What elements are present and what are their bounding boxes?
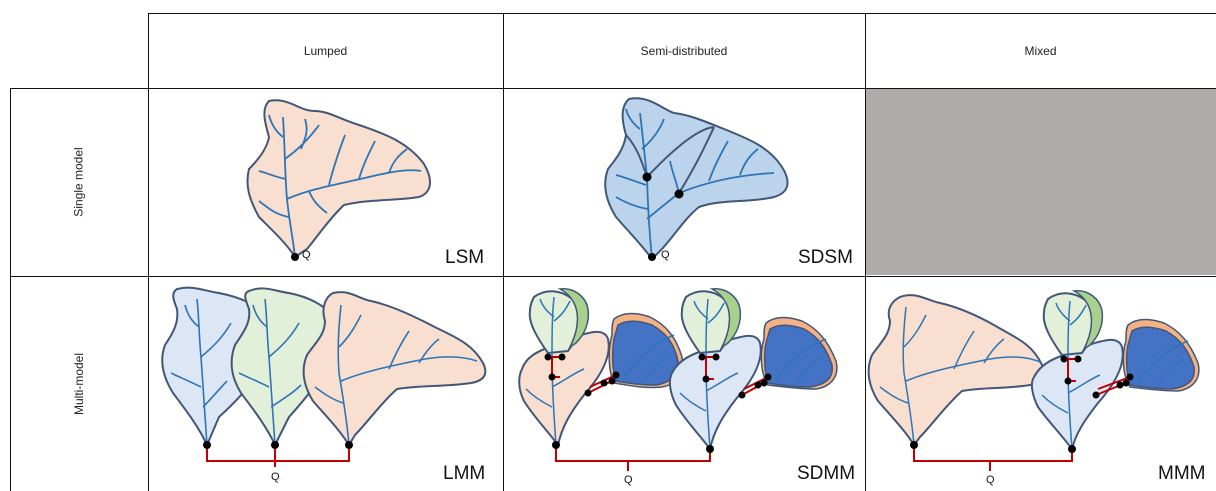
- lmm-catchment-orange: [302, 291, 487, 447]
- lmm-outlet-green: [271, 441, 279, 449]
- sdsm-node-2: [674, 189, 684, 199]
- column-header-lumped: Lumped: [303, 44, 348, 58]
- mmm-outlet-label: Q: [986, 474, 995, 486]
- mmm-tag: MMM: [1158, 463, 1206, 484]
- lmm-catchments-drawing: [161, 286, 487, 467]
- lmm-outlet-blue: [203, 441, 211, 449]
- cell-sdmm: Q SDMM: [504, 277, 865, 491]
- grid-line-col-1: [148, 13, 149, 491]
- lmm-tag: LMM: [443, 463, 486, 484]
- mmm-green-dark: [1071, 290, 1104, 352]
- grid-line-top: [148, 13, 1216, 14]
- grid-line-left: [10, 88, 11, 491]
- row-label-multi-model: Multi-model: [71, 352, 86, 415]
- lsm-river-network: [258, 114, 422, 258]
- lsm-outlet-label: Q: [302, 249, 311, 261]
- sdmm-connector: [555, 445, 711, 471]
- sdsm-catchment-drawing: [604, 97, 789, 261]
- cell-lsm: Q LSM: [149, 89, 503, 275]
- sdsm-outlet-point: [648, 253, 656, 261]
- grid-line-header-bottom: [10, 88, 1216, 89]
- cell-lmm: Q LMM: [149, 277, 503, 491]
- sdmm-outlet-label: Q: [624, 474, 633, 486]
- lsm-tag: LSM: [445, 247, 485, 268]
- mmm-catchments-drawing: [867, 290, 1200, 471]
- column-header-semi-distributed: Semi-distributed: [640, 44, 728, 58]
- grid-line-col-2: [503, 13, 504, 491]
- sdmm-left-green-dark: [557, 288, 590, 350]
- lmm-river-networks: [170, 298, 478, 446]
- column-header-mixed: Mixed: [1024, 44, 1057, 58]
- lsm-outlet-point: [291, 253, 299, 261]
- sdmm-right-green-dark: [709, 288, 742, 350]
- row-header-multi-model: Multi-model: [10, 276, 148, 491]
- mmm-catchment-orange: [867, 294, 1046, 447]
- lmm-connector: [206, 445, 350, 467]
- sdmm-tag: SDMM: [797, 463, 856, 484]
- sdsm-catchment: [604, 97, 789, 261]
- mixed-single-model-empty-cell: [866, 89, 1216, 275]
- lmm-outlet-orange: [345, 441, 353, 449]
- sdsm-tag: SDSM: [798, 247, 853, 268]
- grid-line-row-divider: [10, 276, 1216, 277]
- row-header-single-model: Single model: [10, 88, 148, 276]
- cell-mmm: Q MMM: [866, 277, 1216, 491]
- lmm-outlet-label: Q: [271, 471, 280, 483]
- sdmm-nodes: [544, 353, 772, 453]
- sdmm-catchments-drawing: [518, 288, 838, 471]
- sdsm-node-1: [642, 172, 652, 182]
- lsm-catchment-drawing: [246, 99, 431, 261]
- grid-line-col-3: [865, 13, 866, 491]
- lmm-catchment-green: [230, 287, 340, 448]
- sdsm-outlet-label: Q: [661, 249, 670, 261]
- lsm-catchment: [246, 99, 431, 259]
- row-label-single-model: Single model: [72, 147, 86, 217]
- cell-sdsm: Q SDSM: [504, 89, 865, 275]
- mmm-nodes: [910, 355, 1134, 453]
- sdmm-left-green: [528, 290, 582, 355]
- mmm-connector: [913, 445, 1073, 471]
